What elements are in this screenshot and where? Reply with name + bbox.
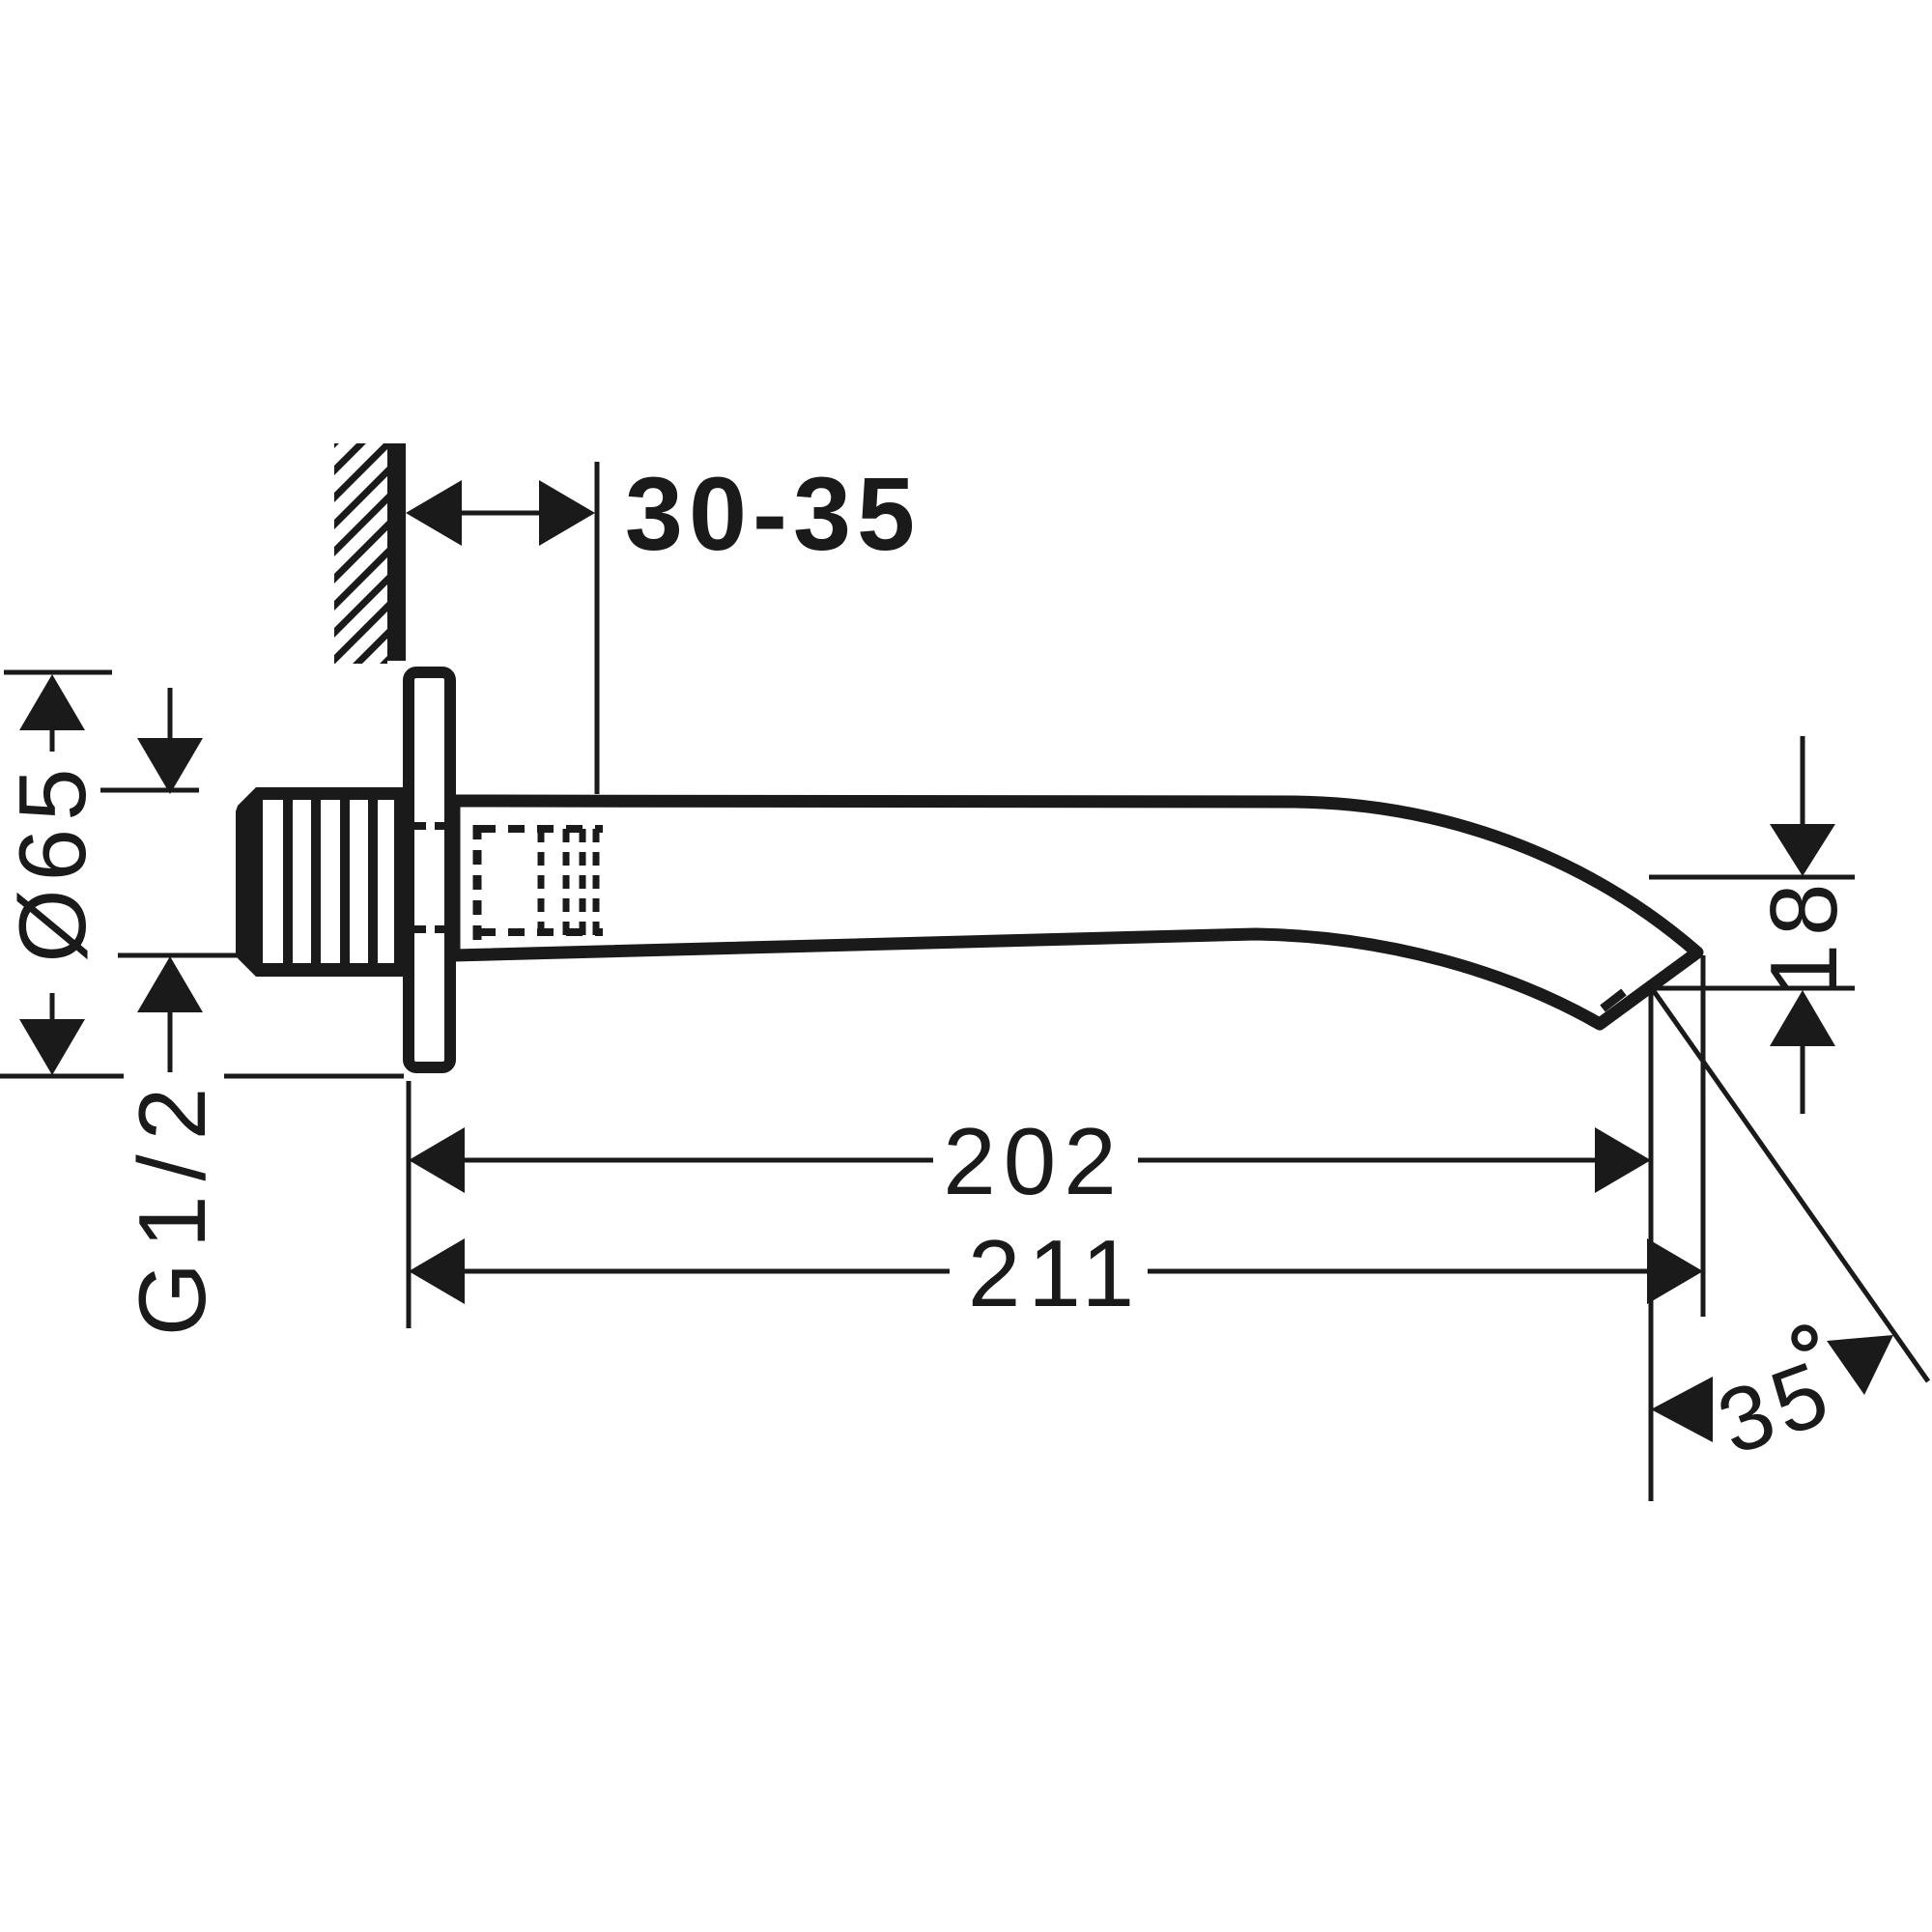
svg-text:G1/2: G1/2 [119,1073,225,1336]
svg-text:211: 211 [968,1220,1142,1326]
svg-text:18: 18 [1750,875,1857,996]
svg-text:202: 202 [943,1108,1124,1214]
svg-text:Ø65: Ø65 [0,760,105,962]
svg-text:30-35: 30-35 [625,455,921,572]
